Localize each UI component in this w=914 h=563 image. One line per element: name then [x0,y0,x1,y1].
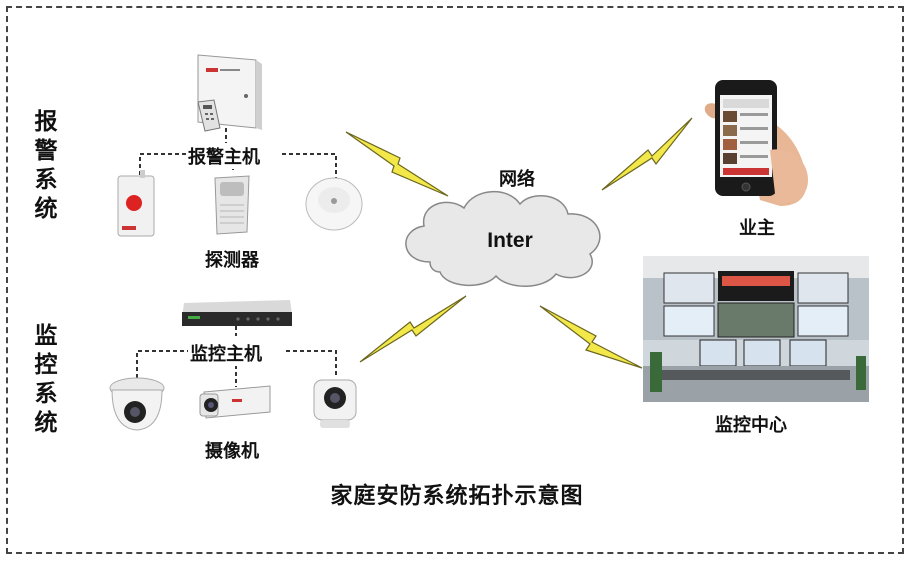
lightning-alarm-cloud [345,131,449,197]
alarm-host-label: 报警主机 [186,143,262,169]
diagram-title: 家庭安防系统拓扑示意图 [330,483,584,509]
network-label: 网络 [497,165,537,191]
monitor-system-label: 监 控 系 统 [34,323,58,436]
lightning-cloud-phone [601,117,693,191]
monitor-connectors [136,326,337,387]
pir-detector-device [214,175,250,235]
bullet-camera-device [199,385,271,419]
alarm-system-label: 报 警 系 统 [34,109,58,222]
detector-label: 探测器 [203,246,261,272]
panic-button-device [117,170,155,237]
internet-cloud [405,190,601,287]
owner-label: 业主 [737,214,777,240]
lightning-links [345,117,693,369]
lightning-cloud-center [539,305,643,369]
monitor-center-photo [643,256,869,402]
monitor-center-label: 监控中心 [713,411,789,437]
internet-label: Inter [487,229,533,252]
lightning-monitor-cloud [359,295,467,363]
smartphone-device [704,80,808,206]
dome-camera-device [109,377,165,431]
diagram-frame [6,6,904,554]
smoke-detector-device [305,177,363,231]
camera-label: 摄像机 [203,437,261,463]
monitor-host-label: 监控主机 [188,340,264,366]
cube-camera-device [313,379,357,428]
nvr-device [182,300,292,326]
alarm-host-device [197,54,262,132]
